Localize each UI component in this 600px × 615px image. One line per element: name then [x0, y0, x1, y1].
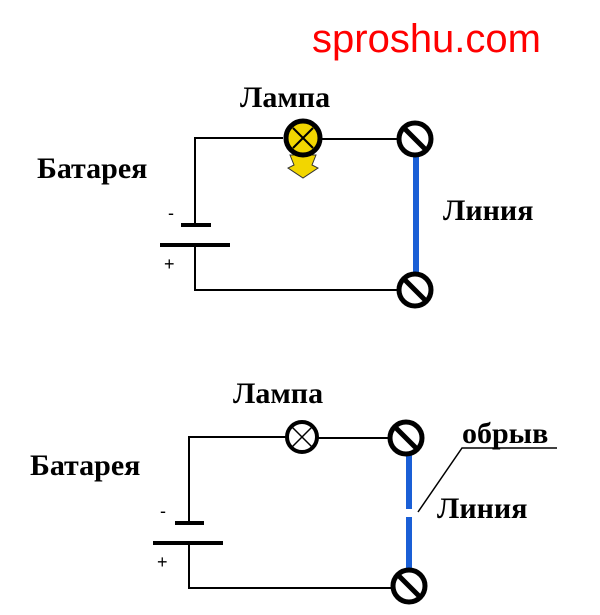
lamp-label: Лампа: [233, 377, 323, 410]
wire: [188, 543, 392, 589]
lamp-lit-icon: [283, 118, 323, 179]
screw-terminal-icon: [396, 120, 434, 158]
plus-sign: +: [157, 552, 168, 572]
lamp-off-icon: [285, 420, 319, 454]
battery-label: Батарея: [37, 152, 147, 185]
break-leader-line: [417, 447, 557, 513]
wire: [194, 137, 283, 225]
screw-terminal-icon: [396, 271, 434, 309]
screw-terminal-icon: [387, 419, 425, 457]
battery-label: Батарея: [30, 449, 140, 482]
line-label: Линия: [443, 194, 533, 227]
screw-terminal-icon: [390, 567, 428, 605]
minus-sign: -: [160, 501, 166, 521]
wire: [194, 245, 398, 291]
lamp-label: Лампа: [240, 81, 330, 114]
minus-sign: -: [168, 203, 174, 223]
wire: [188, 436, 286, 523]
bottom-circuit: - + Лампа Батарея Линия обрыв: [30, 377, 557, 605]
watermark: sproshu.com: [312, 17, 541, 61]
line-label: Линия: [437, 492, 527, 525]
top-circuit: - + Лампа Батарея Линия: [37, 81, 533, 309]
break-label: обрыв: [462, 417, 548, 450]
plus-sign: +: [164, 254, 175, 274]
